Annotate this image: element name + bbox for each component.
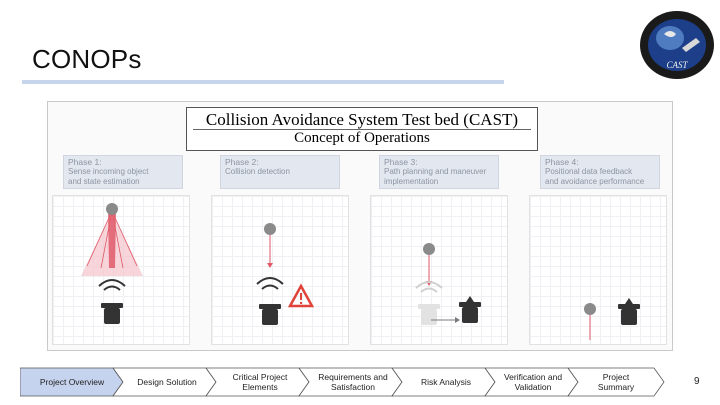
phase-2-panel — [211, 195, 349, 345]
robot-icon — [418, 296, 481, 325]
cast-logo: CAST — [636, 8, 718, 82]
phase-2-label: Phase 2: Collision detection — [220, 155, 340, 189]
nav-item-label: Verification and — [503, 372, 563, 382]
phase-description-line: implementation — [384, 177, 439, 186]
nav-chevron — [567, 367, 665, 397]
nav-item-project-overview[interactable]: Project Overview — [26, 367, 118, 397]
phase-description-line: and state estimation — [68, 177, 140, 186]
phase-description-line: Collision detection — [225, 167, 290, 176]
phase-description-line: Sense incoming object — [68, 167, 149, 176]
wifi-signal-icon — [256, 277, 284, 290]
figure-subtitle: Concept of Operations — [294, 130, 430, 146]
incoming-object-icon — [264, 223, 276, 235]
phase-name: Phase 4: — [545, 157, 579, 167]
figure-title-box: Collision Avoidance System Test bed (CAS… — [186, 107, 538, 151]
figure-title: Collision Avoidance System Test bed (CAS… — [205, 110, 519, 129]
phase-name: Phase 3: — [384, 157, 418, 167]
figure-title-underline — [193, 129, 531, 130]
nav-item-risk-analysis[interactable]: Risk Analysis — [400, 367, 492, 397]
trajectory-arrow-icon — [267, 235, 273, 268]
nav-item-label: Critical Project — [232, 372, 288, 382]
wifi-signal-icon — [98, 279, 126, 291]
incoming-object-icon — [423, 243, 435, 255]
wifi-signal-icon — [415, 281, 443, 293]
phase-3-label: Phase 3: Path planning and maneuver impl… — [379, 155, 499, 189]
nav-item-design-solution[interactable]: Design Solution — [121, 367, 213, 397]
phase-description-line: Positional data feedback — [545, 167, 633, 176]
nav-item-label: Risk Analysis — [420, 377, 472, 387]
page-number: 9 — [694, 376, 700, 387]
title-rule — [22, 80, 504, 84]
phase-description-line: Path planning and maneuver — [384, 167, 487, 176]
nav-item-requirements-and-satisfaction[interactable]: Requirements and Satisfaction — [307, 367, 399, 397]
section-nav: Project Overview Design Solution Critica… — [20, 367, 670, 397]
phase-4-panel — [529, 195, 667, 345]
robot-icon — [259, 304, 281, 325]
robot-icon — [618, 298, 640, 325]
incoming-object-icon — [106, 203, 118, 215]
nav-item-label: Validation — [514, 382, 552, 392]
nav-item-label: Elements — [242, 382, 278, 392]
maneuver-arrow-icon — [431, 317, 460, 323]
phase-1-panel — [52, 195, 190, 345]
phase-1-label: Phase 1: Sense incoming object and state… — [63, 155, 183, 189]
phase-name: Phase 2: — [225, 157, 259, 167]
nav-item-label: Summary — [597, 382, 635, 392]
phase-4-label: Phase 4: Positional data feedback and av… — [540, 155, 660, 189]
warning-icon — [287, 283, 315, 308]
sensor-beam-icon — [81, 210, 143, 276]
phase-description-line: and avoidance performance — [545, 177, 645, 186]
nav-item-label: Design Solution — [137, 377, 197, 387]
nav-item-critical-project-elements[interactable]: Critical Project Elements — [214, 367, 306, 397]
incoming-object-icon — [584, 303, 596, 315]
slide-title: CONOPs — [32, 44, 142, 74]
nav-item-label: Satisfaction — [331, 382, 375, 392]
logo-text: CAST — [666, 60, 688, 70]
nav-item-label: Requirements and — [318, 372, 388, 382]
phase-name: Phase 1: — [68, 157, 102, 167]
robot-icon — [101, 303, 123, 324]
nav-item-label: Project Overview — [39, 377, 105, 387]
nav-item-verification-and-validation[interactable]: Verification and Validation — [490, 367, 576, 397]
nav-item-project-summary[interactable]: Project Summary — [573, 367, 659, 397]
nav-item-label: Project — [602, 372, 630, 382]
phase-3-panel — [370, 195, 508, 345]
